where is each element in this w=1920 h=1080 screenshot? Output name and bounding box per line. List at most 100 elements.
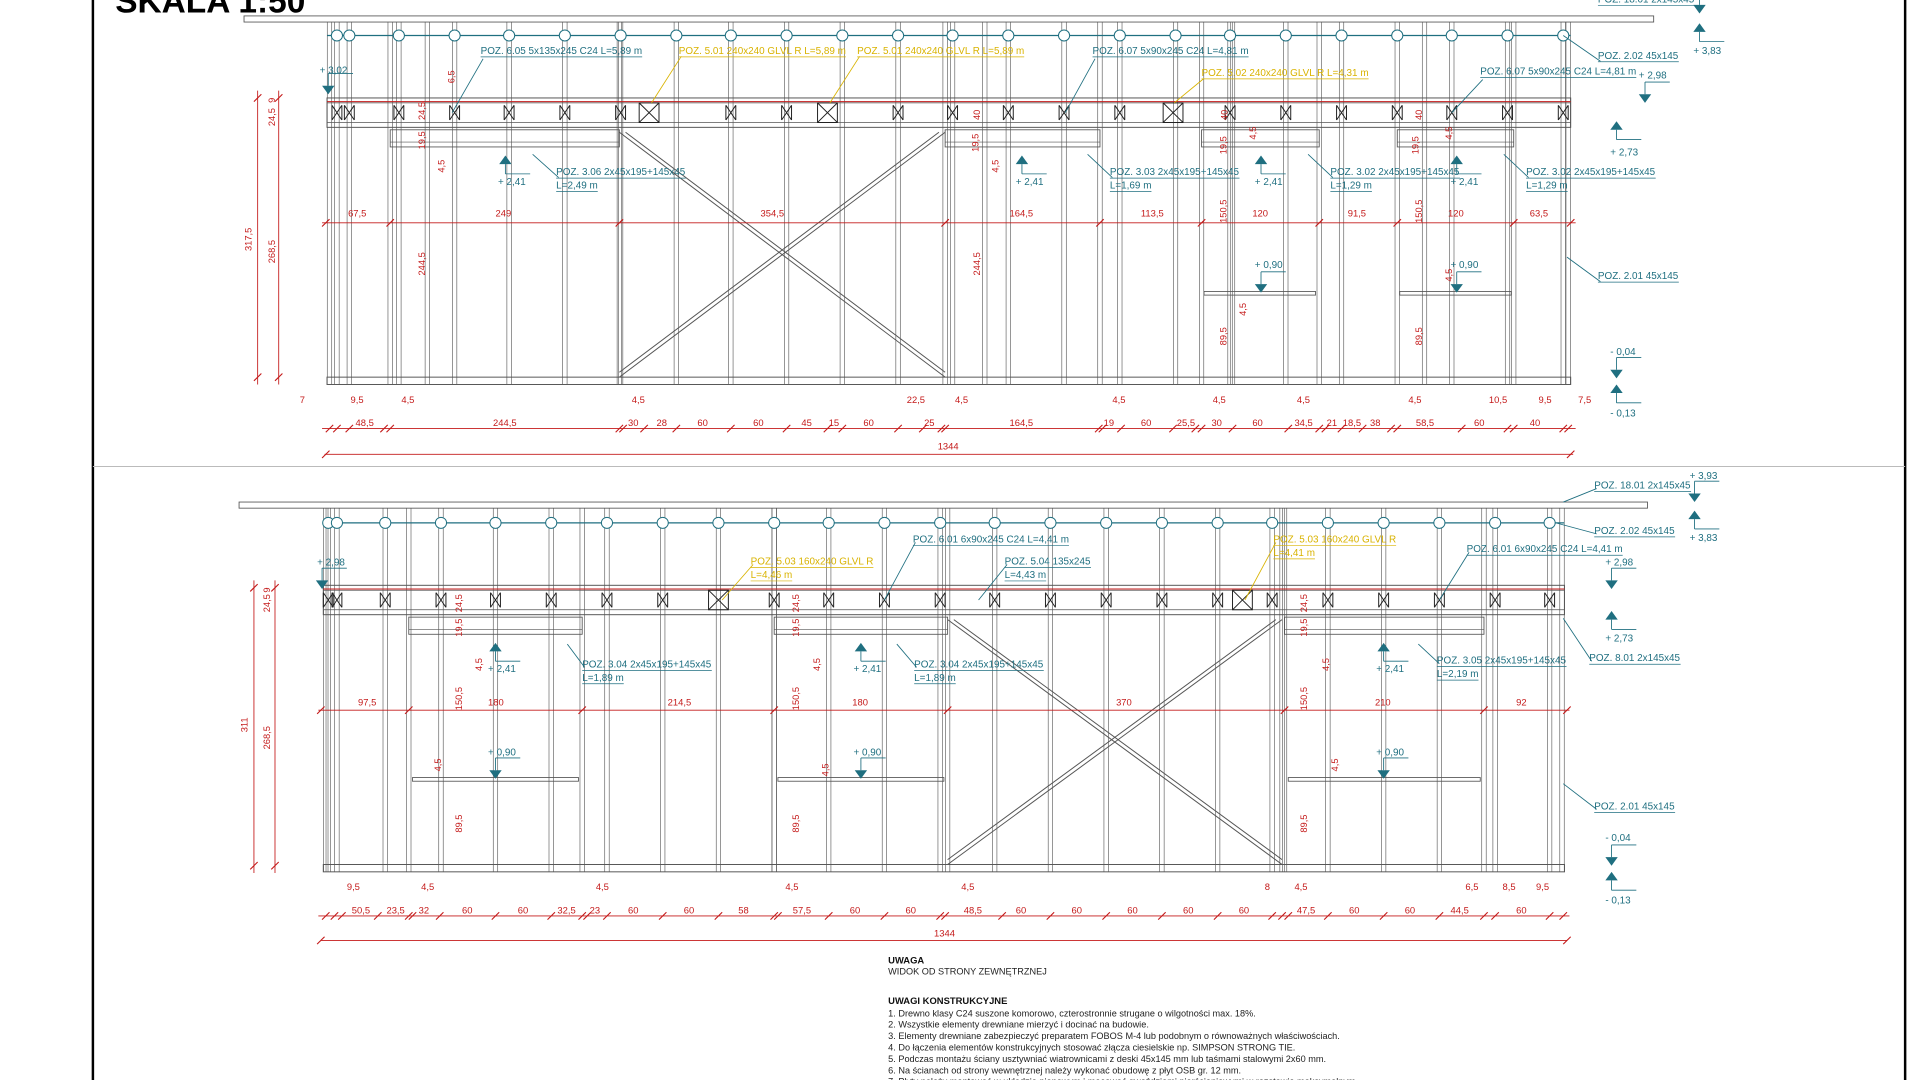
dimension-tick xyxy=(270,861,280,870)
dimension-label: 180 xyxy=(488,697,504,707)
dimension-tick xyxy=(1562,936,1572,945)
dimension-label: 8,5 xyxy=(1503,882,1516,892)
callout-label: POZ. 5.04 135x245 xyxy=(1005,557,1091,568)
dimension-label: 6,5 xyxy=(1465,882,1478,892)
level-marker-icon xyxy=(489,642,502,652)
dimension-tick xyxy=(1268,911,1277,920)
dimension-tick xyxy=(1564,424,1573,433)
level-label: + 2,98 xyxy=(1605,558,1633,569)
construction-note-item: 6. Na ścianach od strony wewnętrznej nal… xyxy=(888,1065,1241,1075)
joist-section xyxy=(1266,592,1278,608)
dimension-tick xyxy=(1102,911,1111,920)
dimension-label-vertical: 244,5 xyxy=(972,252,982,275)
callout-label: POZ. 2.02 45x145 xyxy=(1598,51,1679,62)
glvl-callout-label: POZ. 5.02 240x240 GLVL R L=4,31 m xyxy=(1202,68,1369,79)
level-label: + 3,02 xyxy=(320,66,348,77)
joist-section xyxy=(1391,105,1403,121)
level-label: + 2,41 xyxy=(1016,177,1044,188)
dimension-tick xyxy=(1386,424,1396,433)
joist-section xyxy=(1212,592,1224,608)
dimension-label-vertical: 24,5 xyxy=(791,594,801,612)
dimension-label-vertical: 6,5 xyxy=(447,70,457,83)
batten-circle xyxy=(1433,516,1446,529)
callout-label: L=1,29 m xyxy=(1330,181,1372,192)
dimension-tick xyxy=(1545,911,1554,920)
dimension-tick xyxy=(386,424,395,433)
glvl-callout-label: POZ. 5.03 160x240 GLVL R xyxy=(751,557,874,568)
construction-note-item: 4. Do łączenia elementów konstrukcyjnych… xyxy=(888,1043,1295,1053)
callout-label: POZ. 6.07 5x90x245 C24 L=4,81 m xyxy=(1480,67,1636,78)
dimension-tick xyxy=(1228,424,1237,433)
joist-section xyxy=(435,592,447,608)
dimension-label-vertical: 24,5 xyxy=(454,594,464,612)
dimension-tick xyxy=(321,450,330,459)
window-sill xyxy=(1287,777,1481,782)
callout-leader xyxy=(884,542,916,601)
dimension-label: 9,5 xyxy=(1536,882,1549,892)
dimension-tick xyxy=(941,911,950,920)
dimension-label: 8 xyxy=(1265,882,1270,892)
lintel xyxy=(408,616,583,635)
callout-leader xyxy=(829,56,861,104)
batten-circle xyxy=(1543,516,1556,529)
joist-section xyxy=(449,105,461,121)
batten-circle xyxy=(670,29,683,42)
callout-leader xyxy=(1562,618,1593,662)
dimension-tick xyxy=(345,424,354,433)
dimension-label: 45 xyxy=(801,418,811,428)
joist-section xyxy=(989,592,1001,608)
dimension-label: 60 xyxy=(753,418,763,428)
batten-circle xyxy=(489,516,502,529)
batten-circle xyxy=(822,516,835,529)
dimension-label-vertical: 4,5 xyxy=(1444,127,1454,140)
dimension-label-vertical: 19,5 xyxy=(1410,136,1420,154)
dimension-tick xyxy=(249,583,259,592)
callout-label: L=1,29 m xyxy=(1526,181,1568,192)
callout-label: POZ. 2.01 45x145 xyxy=(1594,801,1675,812)
notes-view-text: WIDOK OD STRONY ZEWNĘTRZNEJ xyxy=(888,967,1047,977)
dimension-label: 60 xyxy=(1127,906,1137,916)
dimension-label-vertical: 89,5 xyxy=(1299,815,1309,833)
batten-circle xyxy=(503,29,516,42)
batten-circle xyxy=(1391,29,1404,42)
joist-section xyxy=(343,105,355,121)
joist-section xyxy=(393,105,405,121)
callout-label: POZ. 3.04 2x45x195+145x45 xyxy=(914,659,1044,670)
dimension-tick xyxy=(1046,911,1055,920)
dimension-label: 32,5 xyxy=(557,906,575,916)
dimension-tick xyxy=(1393,218,1402,227)
callout-leader xyxy=(978,564,1008,601)
glvl-beam-section xyxy=(708,589,729,611)
callout-label: L=4,43 m xyxy=(1005,570,1047,581)
dimension-label: 48,5 xyxy=(356,418,374,428)
batten-circle xyxy=(1335,29,1348,42)
dimension-tick xyxy=(1197,218,1206,227)
dimension-tick xyxy=(1116,424,1126,433)
dimension-label-vertical: 4,5 xyxy=(812,658,822,671)
callout-label: POZ. 2.01 45x145 xyxy=(1598,271,1679,282)
bottom-plate xyxy=(326,376,1572,385)
joist-section xyxy=(1502,105,1513,121)
dimension-label-vertical: 4,5 xyxy=(1330,758,1340,771)
dimension-tick xyxy=(1358,424,1367,433)
glvl-beam-section xyxy=(1232,589,1253,611)
dimension-label: 38 xyxy=(1370,418,1380,428)
dimension-label: 60 xyxy=(850,906,860,916)
level-marker-icon xyxy=(1610,384,1623,394)
dimension-tick xyxy=(773,911,783,920)
batten-circle xyxy=(1279,29,1292,42)
dimension-label: 22,5 xyxy=(907,395,925,405)
construction-note-item: 5. Podczas montażu ściany usztywniać wia… xyxy=(888,1054,1326,1064)
batten-circle xyxy=(1489,516,1502,529)
dimension-label: 60 xyxy=(628,906,638,916)
dimension-tick xyxy=(1315,424,1324,433)
joist-section xyxy=(1044,592,1056,608)
joist-section xyxy=(781,105,793,121)
dimension-label: 60 xyxy=(1474,418,1484,428)
dimension-label: 60 xyxy=(518,906,528,916)
joist-section xyxy=(1280,105,1292,121)
dimension-label-vertical: 89,5 xyxy=(791,815,801,833)
scale-title: SKALA 1:50 xyxy=(115,0,305,20)
batten-circle xyxy=(946,29,959,42)
